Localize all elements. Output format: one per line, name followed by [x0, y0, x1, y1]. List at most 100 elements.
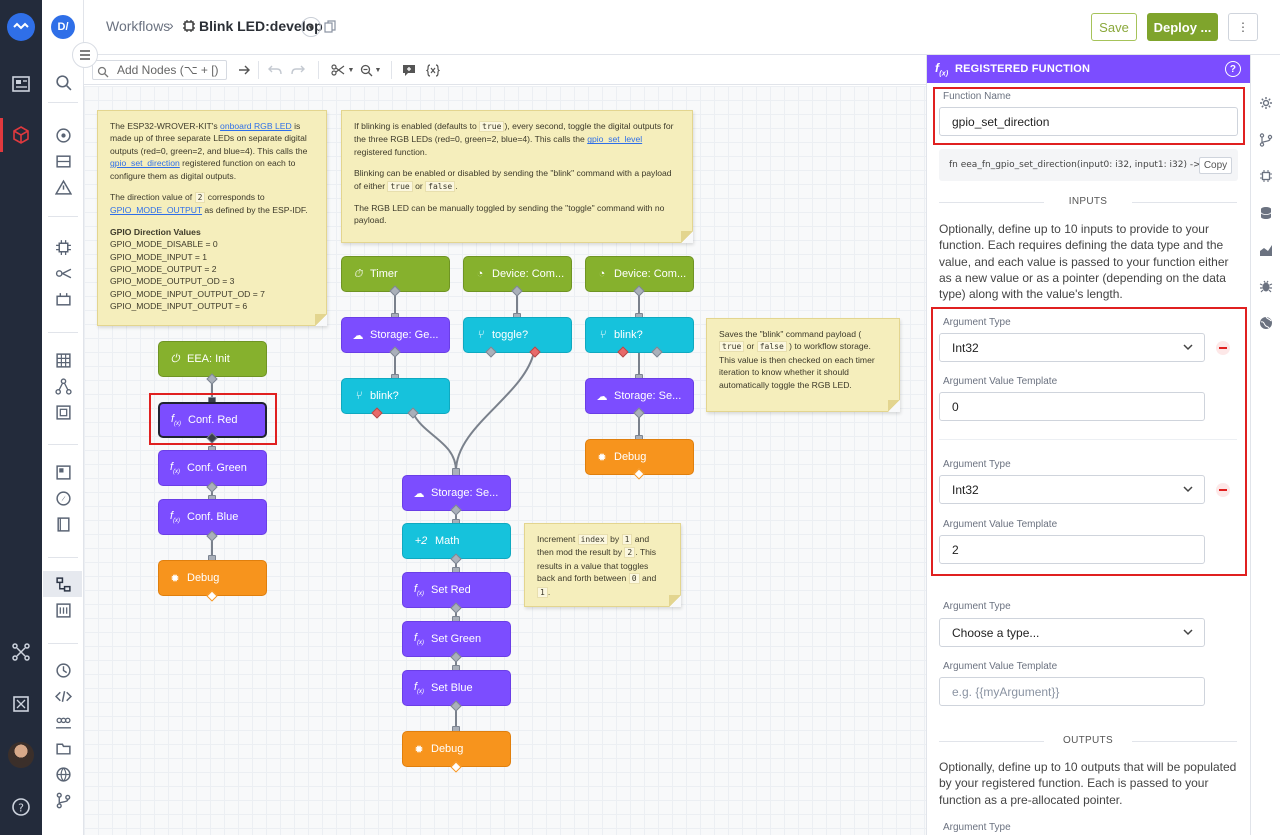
- workflow-expression-icon[interactable]: [425, 62, 441, 78]
- bug-icon: ✹: [170, 572, 180, 585]
- dashboard-icon[interactable]: [7, 70, 35, 98]
- workflow-canvas[interactable]: The ESP32-WROVER-KIT's onboard RGB LED i…: [84, 86, 926, 835]
- outputs-section-header: OUTPUTS: [939, 735, 1237, 746]
- link-gpio-set-direction[interactable]: gpio_set_direction: [110, 158, 180, 169]
- resource-jobs-icon[interactable]: [52, 599, 74, 621]
- gateway-icon[interactable]: [52, 288, 74, 310]
- argument-divider: [939, 439, 1237, 440]
- node-toggle-conditional[interactable]: ⑂toggle?: [463, 317, 572, 353]
- copy-signature-button[interactable]: Copy: [1199, 157, 1232, 174]
- argument-type-select[interactable]: Int32: [939, 475, 1205, 504]
- data-flow-icon[interactable]: [52, 375, 74, 397]
- help-icon[interactable]: ?: [7, 793, 35, 821]
- redo-icon[interactable]: [290, 62, 306, 78]
- node-blink-conditional-mid[interactable]: ⑂blink?: [341, 378, 450, 414]
- node-set-red[interactable]: f(x)Set Red: [402, 572, 511, 608]
- notebook-icon[interactable]: [52, 513, 74, 535]
- app-logo-icon[interactable]: [7, 13, 35, 41]
- save-button[interactable]: Save: [1091, 13, 1137, 41]
- chip-icon[interactable]: [52, 236, 74, 258]
- compass-icon[interactable]: [52, 487, 74, 509]
- globe-icon[interactable]: [1258, 315, 1274, 331]
- workflows-icon[interactable]: [52, 573, 74, 595]
- data-tables-icon[interactable]: [52, 349, 74, 371]
- add-nodes-input[interactable]: Add Nodes (⌥ + [): [92, 60, 227, 80]
- note-blink-description[interactable]: If blinking is enabled (defaults to true…: [341, 110, 693, 243]
- add-node-arrow-icon[interactable]: [236, 62, 252, 78]
- note-gpio-direction[interactable]: The ESP32-WROVER-KIT's onboard RGB LED i…: [97, 110, 327, 326]
- copy-id-icon[interactable]: [324, 20, 336, 34]
- chevron-down-icon[interactable]: ▼: [374, 66, 382, 74]
- integrations-icon[interactable]: [7, 638, 35, 666]
- node-set-blue[interactable]: f(x)Set Blue: [402, 670, 511, 706]
- node-debug-bottom[interactable]: ✹Debug: [402, 731, 511, 767]
- remove-argument-button[interactable]: [1216, 483, 1230, 497]
- note-saves-blink[interactable]: Saves the "blink" command payload ( true…: [706, 318, 900, 412]
- node-blink-conditional-right[interactable]: ⑂blink?: [585, 317, 694, 353]
- users-icon[interactable]: [52, 711, 74, 733]
- gpio-value: GPIO_MODE_INPUT_OUTPUT = 6: [110, 301, 248, 312]
- add-comment-icon[interactable]: [401, 62, 417, 78]
- storage-database-icon[interactable]: [1258, 205, 1274, 221]
- node-set-green[interactable]: f(x)Set Green: [402, 621, 511, 657]
- link-gpio-mode-output[interactable]: GPIO_MODE_OUTPUT: [110, 205, 203, 216]
- argument-value-input[interactable]: 2: [939, 535, 1205, 564]
- bug-icon: ✹: [414, 743, 424, 756]
- remove-argument-button[interactable]: [1216, 341, 1230, 355]
- outputs-description: Optionally, define up to 10 outputs that…: [939, 760, 1237, 807]
- menu-toggle-icon[interactable]: [72, 42, 98, 68]
- link-onboard-rgb-led[interactable]: onboard RGB LED: [220, 121, 292, 131]
- globe-icon[interactable]: [52, 763, 74, 785]
- note-fold: [888, 400, 900, 412]
- search-icon[interactable]: [52, 71, 74, 93]
- version-branch-icon[interactable]: [1258, 132, 1274, 148]
- argument-value-input[interactable]: e.g. {{myArgument}}: [939, 677, 1205, 706]
- chevron-down-icon: [1182, 341, 1194, 353]
- chip-icon[interactable]: [1258, 168, 1274, 184]
- function-name-input[interactable]: gpio_set_direction: [939, 107, 1238, 136]
- argument-value-input[interactable]: 0: [939, 392, 1205, 421]
- code-icon[interactable]: [52, 685, 74, 707]
- help-icon[interactable]: ?: [1225, 61, 1241, 77]
- more-options-button[interactable]: ⋮: [1228, 13, 1258, 41]
- argument-type-select[interactable]: Int32: [939, 333, 1205, 362]
- organization-icon[interactable]: [7, 690, 35, 718]
- argument-type-select[interactable]: Choose a type...: [939, 618, 1205, 647]
- node-conf-blue[interactable]: f(x)Conf. Blue: [158, 499, 267, 535]
- files-icon[interactable]: [52, 737, 74, 759]
- experience-icon[interactable]: [52, 401, 74, 423]
- applications-cube-icon[interactable]: [7, 121, 35, 149]
- deploy-button[interactable]: Deploy ...: [1147, 13, 1218, 41]
- dashboards-icon[interactable]: [52, 461, 74, 483]
- zoom-icon[interactable]: [358, 62, 374, 78]
- application-badge[interactable]: D/: [51, 15, 75, 39]
- node-eea-init[interactable]: ⏻EEA: Init: [158, 341, 267, 377]
- node-label: Timer: [370, 268, 398, 280]
- link-gpio-set-level[interactable]: gpio_set_level: [587, 134, 643, 145]
- undo-icon[interactable]: [267, 62, 283, 78]
- overview-icon[interactable]: [52, 124, 74, 146]
- user-avatar[interactable]: [8, 742, 34, 768]
- app-rail: ?: [0, 0, 42, 835]
- output-argument-type-label: Argument Type: [943, 822, 1011, 833]
- webhooks-icon[interactable]: [52, 659, 74, 681]
- node-conf-green[interactable]: f(x)Conf. Green: [158, 450, 267, 486]
- version-dropdown-icon[interactable]: ▼: [301, 17, 321, 37]
- settings-gear-icon[interactable]: [1258, 95, 1274, 111]
- scissors-icon[interactable]: [330, 62, 346, 78]
- devices-icon[interactable]: [52, 150, 74, 172]
- alerts-icon[interactable]: [52, 176, 74, 198]
- edge-icon[interactable]: [52, 262, 74, 284]
- note-increment[interactable]: Increment index by 1 and then mod the re…: [524, 523, 681, 607]
- stats-chart-icon[interactable]: [1258, 242, 1274, 258]
- bug-icon: ✹: [597, 451, 607, 464]
- node-debug-left[interactable]: ✹Debug: [158, 560, 267, 596]
- version-branch-icon[interactable]: [52, 789, 74, 811]
- toolbar-divider: [258, 61, 259, 79]
- debug-bug-icon[interactable]: [1258, 278, 1274, 294]
- node-label: Device: Com...: [614, 268, 687, 280]
- argument-type-value: Choose a type...: [952, 625, 1040, 640]
- panel-header: f(x) REGISTERED FUNCTION ?: [927, 55, 1250, 83]
- chevron-down-icon[interactable]: ▼: [347, 66, 355, 74]
- breadcrumb-workflows[interactable]: Workflows: [106, 18, 171, 34]
